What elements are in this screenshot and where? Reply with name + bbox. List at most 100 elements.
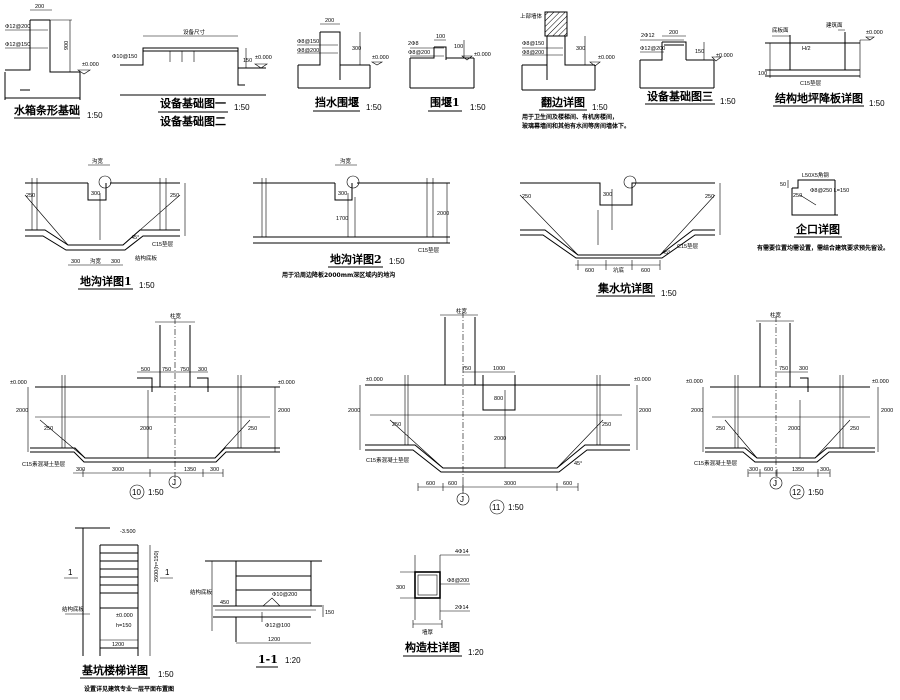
dim-label: 300 [210,467,219,473]
elevation-label: ±0.000 [686,379,703,385]
dim-label: 250 [850,426,859,432]
detail-callout-circle [346,175,360,189]
rebar-label: Φ12@200 [640,46,665,52]
rebar-label: Φ8@200 [297,48,319,54]
elevation-label: ±0.000 [634,377,651,383]
dim-label: 250 [26,193,35,199]
detail-scale: 1:50 [87,111,103,120]
detail-scale: 1:50 [592,103,608,112]
detail-scale: 1:50 [389,257,405,266]
dim-label: 1000 [493,366,505,372]
detail-title: 挡水围堰 [315,95,359,109]
dim-label: 750 [779,366,788,372]
axis-label: J [773,479,777,488]
dim-label: 设备尺寸 [183,28,206,36]
dim-label: 300 [198,367,207,373]
rebar-label: 2Φ8 [408,41,419,47]
dim-label: 300 [820,467,829,473]
detail-pit-stair: -3.500 1 1 ±0.000 h=150 1200 2600(h=150)… [62,527,174,693]
rebar-label: Φ12@100 [265,623,290,629]
elevation-label: ±0.000 [598,55,615,61]
dim-label: 250 [716,426,725,432]
dim-label: 300 [91,191,100,197]
axis-label: J [172,478,176,487]
dim-label: 2000 [278,408,290,414]
dim-label: 50 [780,182,786,188]
detail-water-tank-strip-foundation: 200 Φ12@200 Φ12@150 900 ±0.000 水箱条形基础 1:… [4,4,103,120]
detail-title: 水箱条形基础 [14,103,80,117]
label: 结构底板 [62,605,85,613]
column-outline [414,571,441,599]
dim-label: 3000 [112,467,124,473]
elevation-label: ±0.000 [366,377,383,383]
label: H/2 [802,46,811,52]
label: C15垫层 [800,79,822,87]
dim-label: 250 [248,426,257,432]
dim-label: 250 [602,422,611,428]
dim-label: 250 [705,194,714,200]
dim-label: 100 [436,34,445,40]
dim-label: 300 [338,191,347,197]
detail-title: 结构地坪降板详图 [774,91,863,105]
elevation-label: ±0.000 [116,613,133,619]
dim-label: 2000 [691,408,703,414]
wall-label: 上部墙体 [520,12,543,20]
detail-title: 地沟详图1 [80,274,132,288]
detail-equipment-foundation-3: 200 2Φ12 Φ12@200 150 ±0.000 设备基础图三 1:50 [639,30,736,106]
elevation-label: ±0.000 [866,30,883,36]
dim-label: 450 [220,600,229,606]
angle-label: 45° [574,461,582,467]
label: h=150 [116,623,131,629]
dim-label: 300 [749,467,758,473]
rebar-label: Φ8@250 L=150 [810,188,849,194]
dim-label: 2000 [16,408,28,414]
elevation-label: ±0.000 [82,62,99,68]
detail-scale: 1:20 [468,648,484,657]
dim-label: 100 [454,44,463,50]
dim-label: 250 [522,194,531,200]
dim-label: 柱宽 [170,312,182,320]
dim-label: 150 [325,610,334,616]
rebar-label: 2Φ14 [455,605,469,611]
elevation-label: ±0.000 [872,379,889,385]
dim-label: 3000 [504,481,516,487]
label: 底板面 [772,26,789,34]
dim-label: 600 [448,481,457,487]
detail-equipment-foundation-1-2: 设备尺寸 Φ10@150 150 ±0.000 设备基础图一 设备基础图二 1:… [112,28,272,128]
rebar-label: 2Φ12 [641,33,655,39]
axis-bubble [168,475,182,489]
detail-callout-circle [98,175,112,189]
dim-label: 600 [764,467,773,473]
dim-label: 200 [35,4,44,10]
detail-title: 企口详图 [795,222,840,236]
rebar-label: Φ8@150 [522,41,544,47]
detail-scale: 1:50 [869,99,885,108]
detail-title: 构造柱详图 [405,640,460,654]
detail-note: 用于沿周边降板2000mm深区域内的地沟 [281,271,395,279]
dim-label: 300 [76,467,85,473]
section-mark: 1 [165,568,170,577]
dim-label: 900 [64,41,70,50]
detail-section-1-1: Φ10@200 Φ12@100 450 150 1200 结构底板 1-1 1:… [190,560,334,668]
rebar-label: 4Φ14 [455,549,469,555]
detail-callout-circle [623,175,637,189]
detail-note: 玻璃幕墙间和其他有水间等房间墙体下。 [522,122,630,130]
dim-label: 2000 [348,408,360,414]
dim-label: 2000 [437,211,449,217]
label: L50X5角钢 [802,171,829,179]
dim-label: 沟宽 [340,157,352,165]
dim-label: 墙厚 [422,628,434,636]
axis-bubble [456,492,470,506]
label: C15垫层 [677,242,699,250]
dim-label: 750 [162,367,171,373]
dim-label: 200 [325,18,334,24]
elevation-label: ±0.000 [278,380,295,386]
dim-label: 300 [71,259,80,265]
elevation-label: ±0.000 [716,53,733,59]
detail-scale: 1:50 [158,670,174,679]
dim-label: 1700 [336,216,348,222]
elevation-label: ±0.000 [10,380,27,386]
label: C15素混凝土垫层 [22,460,66,468]
